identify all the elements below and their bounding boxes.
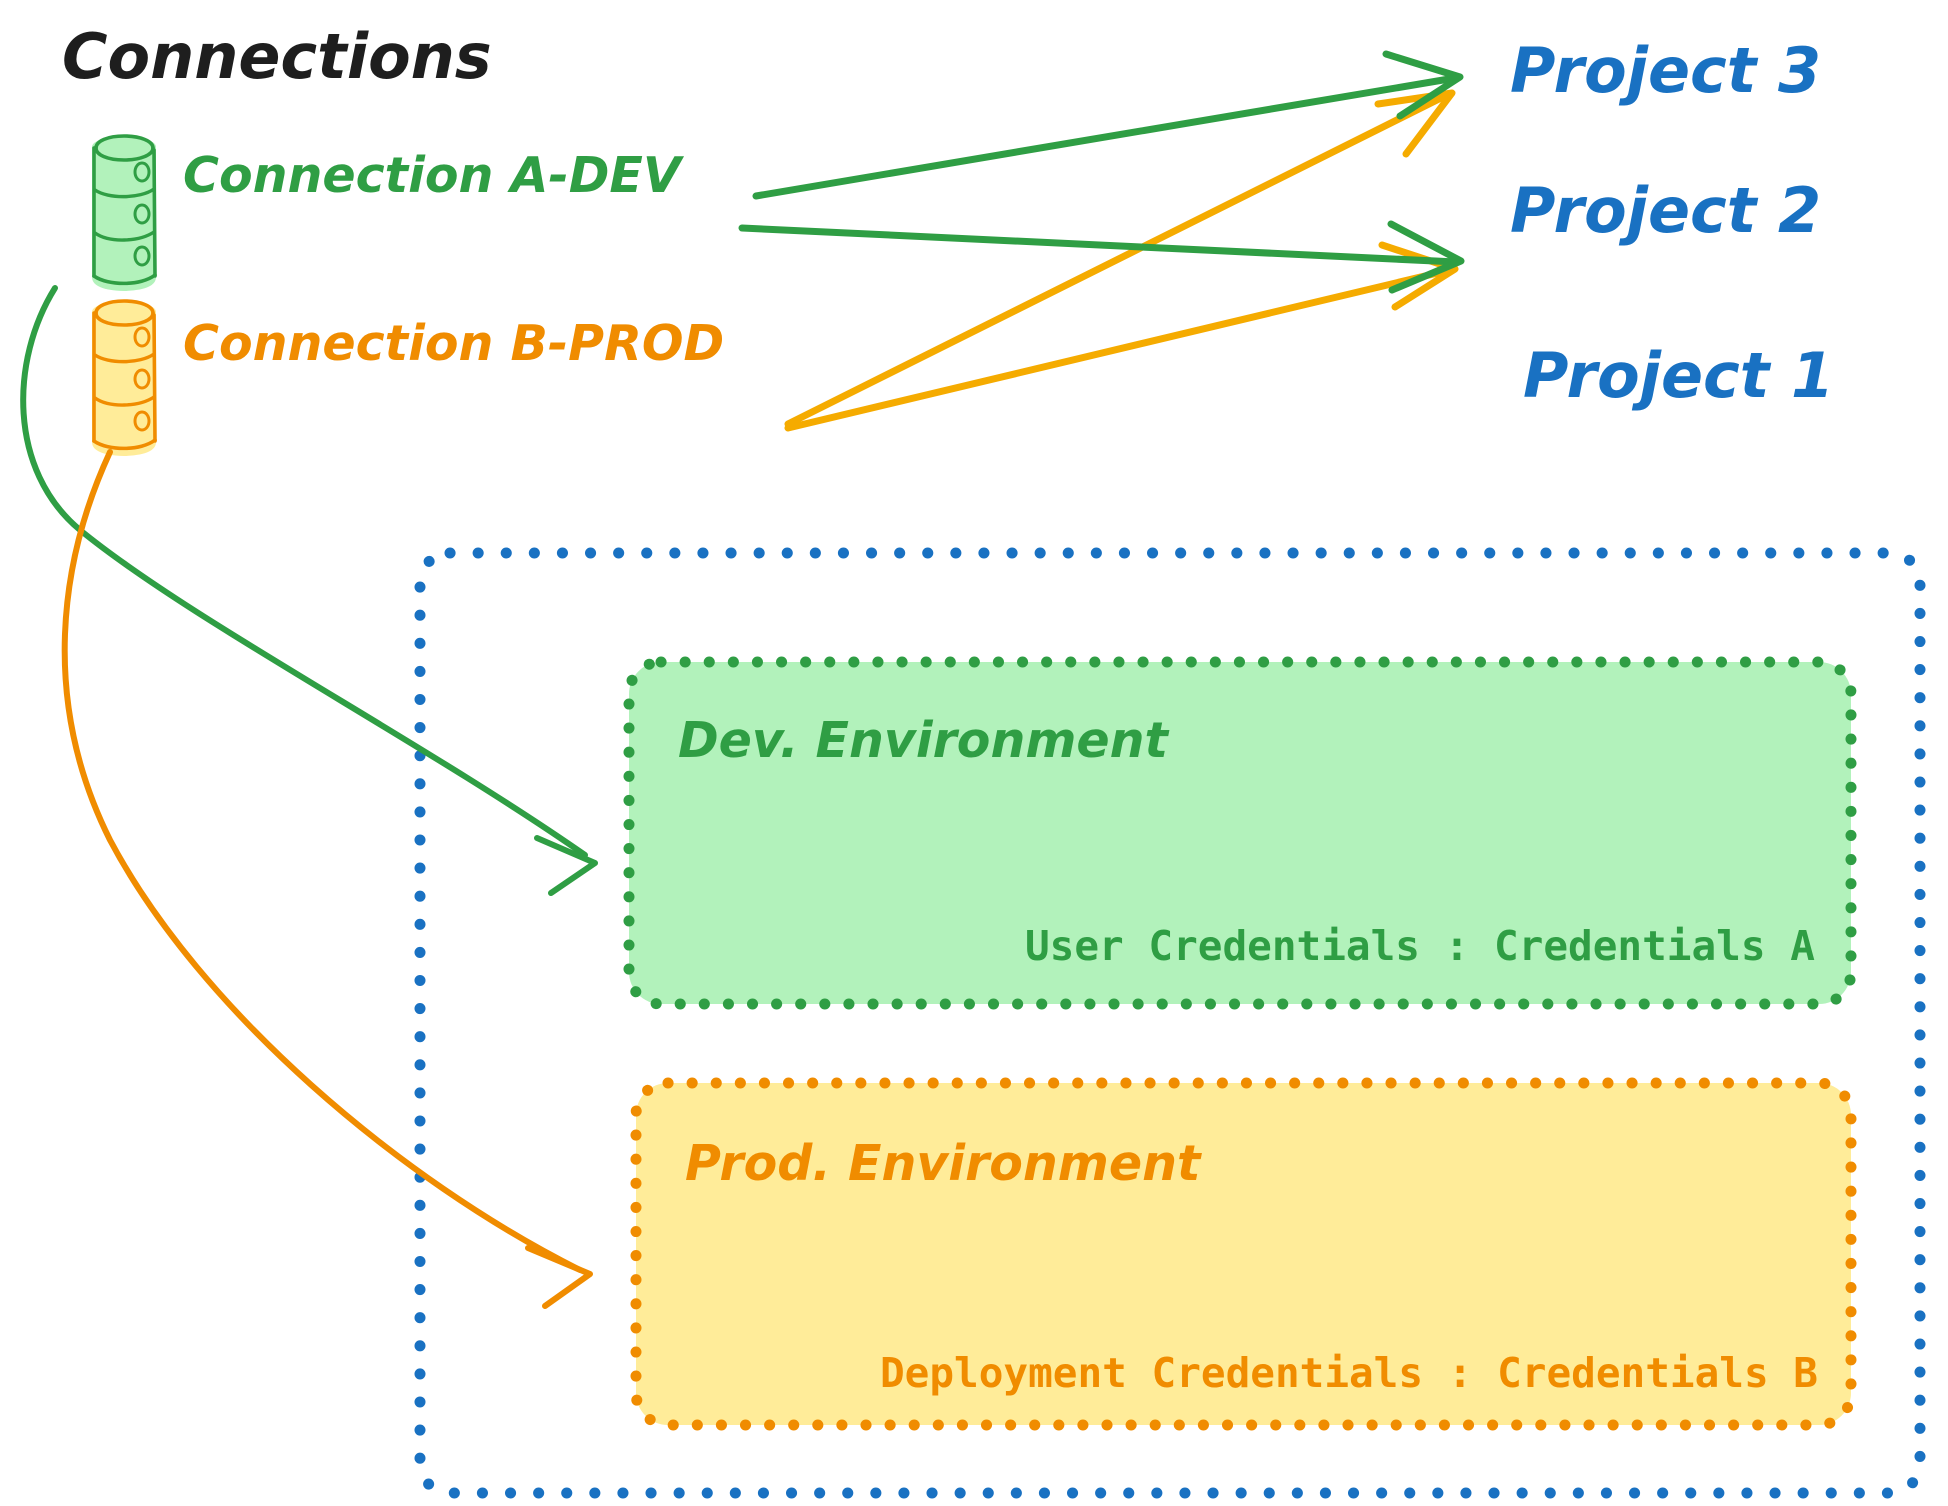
connection-b-prod-label[interactable]: Connection B-PROD: [183, 315, 724, 372]
dev-environment-box[interactable]: [623, 656, 1857, 1010]
edge-b-prod-to-project-3: [784, 89, 1456, 428]
edge-b-prod-to-prod-environment: [61, 449, 593, 1309]
database-icon-a-dev: [92, 134, 157, 291]
prod-environment-box[interactable]: [630, 1077, 1857, 1431]
edge-a-dev-to-project-3: [752, 50, 1464, 200]
diagram-title: Connections: [62, 20, 492, 93]
project-2-label[interactable]: Project 2: [1510, 174, 1821, 247]
dev-environment-credentials: User Credentials : Credentials A: [1025, 922, 1815, 970]
project-1-label[interactable]: Project 1: [1523, 339, 1834, 412]
prod-environment-credentials: Deployment Credentials : Credentials B: [880, 1349, 1818, 1397]
prod-environment-title: Prod. Environment: [685, 1135, 1202, 1192]
edge-b-prod-to-project-2: [784, 241, 1459, 432]
edge-a-dev-to-project-2: [738, 220, 1465, 294]
project-3-label[interactable]: Project 3: [1510, 34, 1821, 107]
database-icon-b-prod: [92, 299, 157, 456]
dev-environment-title: Dev. Environment: [678, 712, 1170, 769]
connection-a-dev-label[interactable]: Connection A-DEV: [183, 147, 685, 204]
edge-a-dev-to-dev-environment: [20, 285, 598, 896]
